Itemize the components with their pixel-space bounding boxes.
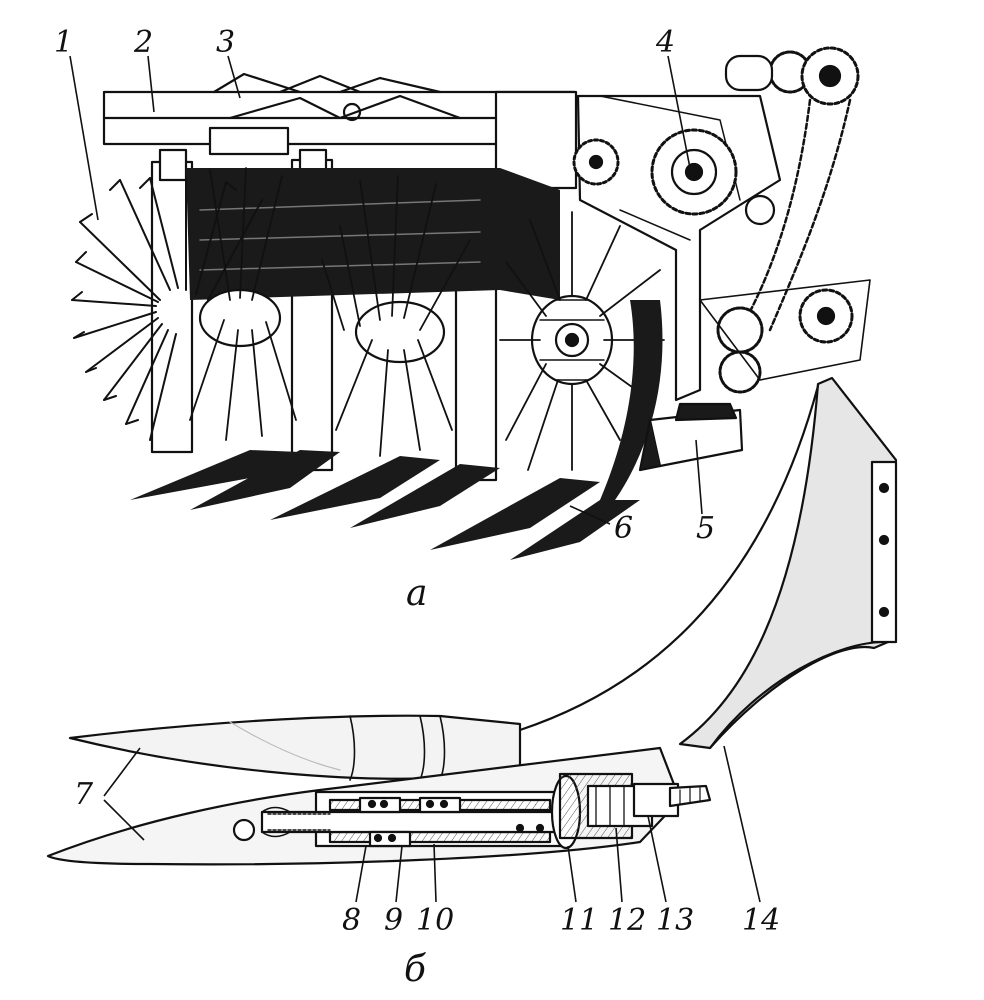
drive-housing — [572, 46, 871, 402]
callout-2: 2 — [134, 25, 154, 60]
caption-b: б — [404, 949, 426, 990]
leader-lines-b — [103, 745, 761, 903]
tine-wheel-middle — [189, 167, 471, 457]
callout-9: 9 — [384, 903, 404, 938]
knives — [130, 450, 640, 560]
divider-blade-14 — [678, 376, 898, 750]
callout-1: 1 — [54, 25, 74, 60]
leader-lines-a — [69, 55, 703, 525]
callout-13: 13 — [656, 903, 695, 938]
callout-5: 5 — [696, 511, 716, 546]
tine-wheel-left — [71, 175, 263, 441]
callout-6: 6 — [614, 511, 634, 546]
callout-12: 12 — [608, 903, 647, 938]
bearing-section — [260, 772, 712, 850]
callout-10: 10 — [416, 903, 455, 938]
skid-5 — [638, 402, 744, 472]
callout-14: 14 — [742, 903, 781, 938]
callout-8: 8 — [342, 903, 362, 938]
knife-6 — [600, 300, 663, 520]
view-a-assembly — [71, 46, 871, 560]
hubs — [198, 288, 614, 386]
callout-3: 3 — [216, 25, 236, 60]
view-b-divider — [46, 376, 898, 866]
callout-4: 4 — [656, 25, 676, 60]
callout-7: 7 — [74, 777, 94, 812]
caption-a: а — [406, 573, 428, 614]
callout-11: 11 — [560, 903, 599, 938]
cone-upper — [68, 714, 522, 780]
